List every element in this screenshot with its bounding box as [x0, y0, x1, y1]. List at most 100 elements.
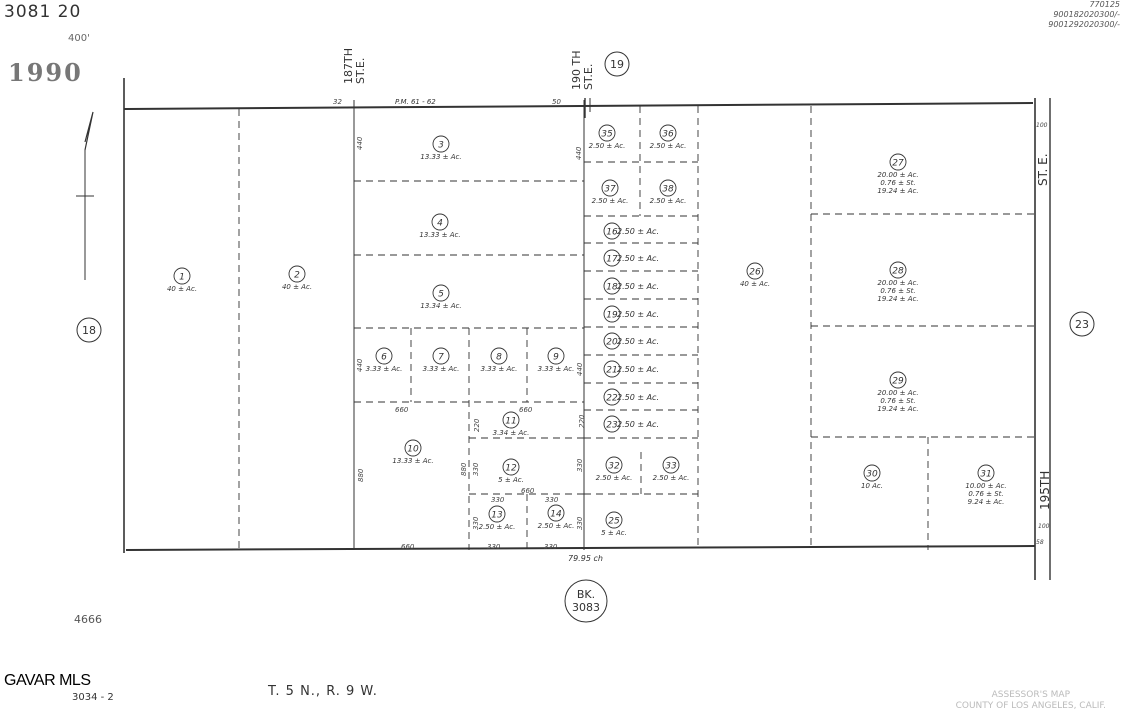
parcel-1[interactable]: 140 ± Ac.: [167, 267, 197, 293]
parcel-3[interactable]: 313.33 ± Ac.: [420, 135, 462, 161]
parcel-14[interactable]: 142.50 ± Ac.: [538, 504, 575, 530]
parcel-number: 25: [608, 517, 620, 527]
adjacent-book-label: BK.: [577, 588, 595, 601]
parcel-area: 3.33 ± Ac.: [366, 365, 403, 373]
parcel-29[interactable]: 2920.00 ± Ac.0.76 ± St.19.24 ± Ac.: [877, 371, 919, 413]
parcel-area: 2.50 ± Ac.: [617, 227, 659, 236]
parcel-37[interactable]: 372.50 ± Ac.: [592, 179, 629, 205]
adjacent-page-18[interactable]: 18: [76, 317, 102, 343]
dimension-label: 330: [544, 543, 558, 551]
parcel-8[interactable]: 83.33 ± Ac.: [481, 347, 518, 373]
parcel-area: 2.50 ± Ac.: [617, 310, 659, 319]
street-label-190th-suffix: ST.E.: [582, 64, 595, 90]
assessor-title: ASSESSOR'S MAP COUNTY OF LOS ANGELES, CA…: [956, 690, 1106, 712]
parcel-layer: 140 ± Ac.240 ± Ac.313.33 ± Ac.413.33 ± A…: [167, 124, 1007, 537]
street-label-195th: 195TH: [1038, 471, 1052, 510]
parcel-number-circle: [603, 277, 621, 295]
parcel-number-circle: [488, 505, 506, 523]
dimension-label: 440: [356, 136, 364, 150]
parcel-number: 35: [601, 130, 613, 140]
adjacent-page-23[interactable]: 23: [1069, 311, 1095, 337]
parcel-number-circle: [603, 388, 621, 406]
parcel-number: 11: [505, 417, 516, 427]
parcel-area: 2.50 ± Ac.: [650, 142, 687, 150]
adjacent-page-number: 18: [82, 324, 96, 337]
parcel-number-circle: [889, 261, 907, 279]
parcel-35[interactable]: 352.50 ± Ac.: [589, 124, 626, 150]
parcel-number: 8: [496, 353, 502, 363]
parcel-number: 22: [606, 394, 618, 404]
map-book-page-number: 3081 20: [4, 2, 82, 22]
parcel-area: 0.76 ± St.: [880, 397, 915, 405]
parcel-11[interactable]: 113.34 ± Ac.: [493, 411, 530, 437]
parcel-number-circle: [432, 284, 450, 302]
parcel-32[interactable]: 322.50 ± Ac.: [596, 456, 633, 482]
dimension-label: 330: [487, 543, 501, 551]
parcel-12[interactable]: 125 ± Ac.: [498, 458, 524, 484]
adjacent-page-number: 23: [1075, 318, 1089, 331]
parcel-area: 2.50 ± Ac.: [596, 474, 633, 482]
parcel-number-circle: [603, 222, 621, 240]
parcel-number-circle: [375, 347, 393, 365]
parcel-number: 14: [550, 510, 562, 520]
parcel-number: 1: [179, 273, 185, 283]
parcel-number: 3: [438, 141, 444, 151]
parcel-number-circle: [601, 179, 619, 197]
top-right-reference: 770125 900182020300/- 9001292020300/-: [1048, 0, 1120, 30]
parcel-number-circle: [502, 411, 520, 429]
adjacent-book-3083[interactable]: BK. 3083: [564, 579, 608, 623]
parcel-4[interactable]: 413.33 ± Ac.: [419, 213, 461, 239]
parcel-36[interactable]: 362.50 ± Ac.: [650, 124, 687, 150]
parcel-2[interactable]: 240 ± Ac.: [282, 265, 312, 291]
parcel-number: 13: [491, 511, 503, 521]
top-right-line: 9001292020300/-: [1048, 20, 1120, 29]
dimension-label: 100: [1036, 122, 1048, 129]
street-label-st-e: ST. E.: [1036, 153, 1050, 186]
parcel-number-circle: [977, 464, 995, 482]
parcel-7[interactable]: 73.33 ± Ac.: [423, 347, 460, 373]
parcel-number-circle: [432, 135, 450, 153]
parcel-area: 10.00 ± Ac.: [965, 482, 1006, 490]
parcel-area: 2.50 ± Ac.: [617, 420, 659, 429]
parcel-6[interactable]: 6 3.33 ± Ac.: [366, 347, 403, 373]
parcel-number-circle: [431, 213, 449, 231]
parcel-number-circle: [659, 179, 677, 197]
parcel-number-circle: [547, 347, 565, 365]
parcel-area: 20.00 ± Ac.: [877, 171, 918, 179]
parcel-13[interactable]: 132.50 ± Ac.: [479, 505, 516, 531]
assessor-line: ASSESSOR'S MAP: [991, 690, 1071, 700]
parcel-25[interactable]: 255 ± Ac.: [601, 511, 627, 537]
parcel-number: 38: [662, 185, 674, 195]
parcel-number-circle: [603, 249, 621, 267]
assessor-line: COUNTY OF LOS ANGELES, CALIF.: [955, 701, 1106, 711]
parcel-33[interactable]: 332.50 ± Ac.: [653, 456, 690, 482]
parcel-area: 2.50 ± Ac.: [653, 474, 690, 482]
parcel-area: 19.24 ± Ac.: [877, 405, 918, 413]
parcel-number: 6: [381, 353, 387, 363]
parcel-number-circle: [288, 265, 306, 283]
parcel-9[interactable]: 93.33 ± Ac.: [538, 347, 575, 373]
parcel-number-circle: [889, 371, 907, 389]
parcel-number-circle: [547, 504, 565, 522]
parcel-number: 20: [606, 338, 618, 348]
parcel-38[interactable]: 382.50 ± Ac.: [650, 179, 687, 205]
adjacent-page-19[interactable]: 19: [604, 51, 630, 77]
parcel-5[interactable]: 513.34 ± Ac.: [420, 284, 462, 310]
top-right-line: 900182020300/-: [1053, 10, 1120, 19]
dimension-label: 330: [576, 458, 584, 472]
bottom-chain-length: 79.95 ch: [568, 554, 603, 563]
